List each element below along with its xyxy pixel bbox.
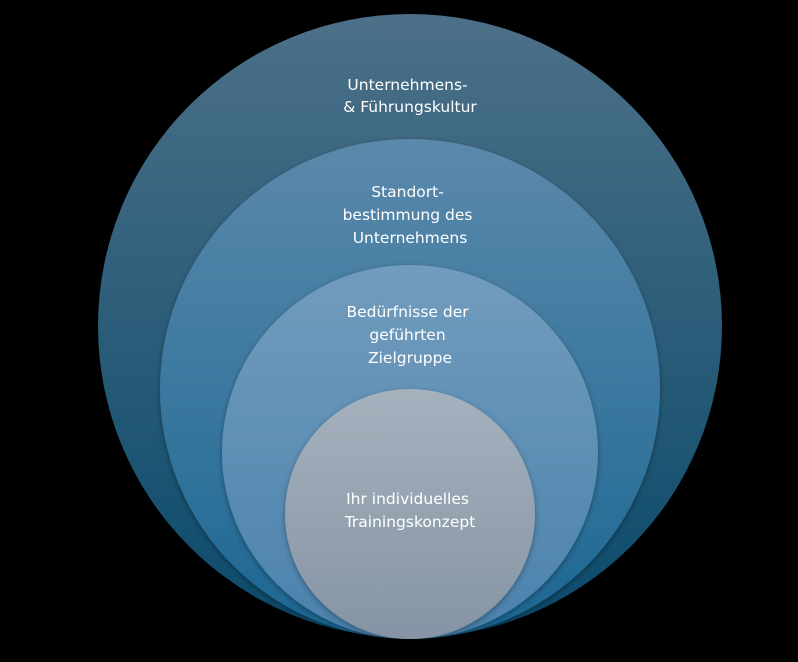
ring-second-label: Standort- bestimmung des Unternehmens [343, 183, 478, 247]
ring-inner-label: Ihr individuelles Trainingskonzept [344, 490, 476, 531]
ring-third-label: Bedürfnisse der geführten Zielgruppe [346, 303, 473, 367]
ring-inner [285, 389, 535, 639]
ring-outer-label: Unternehmens- & Führungskultur [343, 76, 477, 116]
